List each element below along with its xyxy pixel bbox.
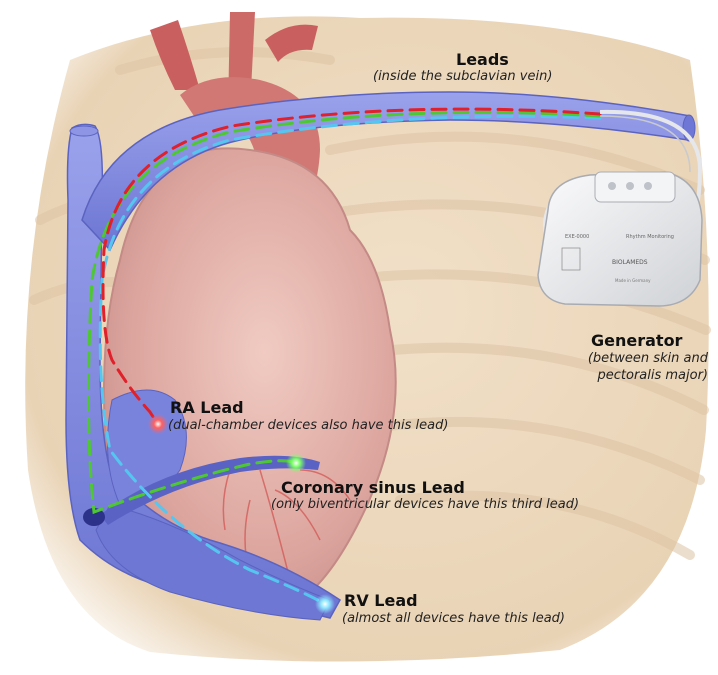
generator-label-subtitle-line2: pectoralis major) (598, 368, 709, 383)
generator-brand: BIOLAMEDS (612, 259, 648, 266)
ra-lead-tip (148, 414, 168, 434)
cs-lead-label-title: Coronary sinus Lead (281, 478, 465, 497)
generator-footer: Made in Germany (615, 278, 651, 283)
generator-feature: Rhythm Monitoring (626, 234, 674, 240)
leads-label-title: Leads (456, 50, 509, 69)
cs-lead-label-subtitle: (only biventricular devices have this th… (271, 497, 579, 512)
rv-lead-label-subtitle: (almost all devices have this lead) (342, 611, 565, 626)
generator-label-title: Generator (591, 331, 682, 350)
rv-lead-label-title: RV Lead (344, 591, 418, 610)
generator-label-subtitle-line1: (between skin and (588, 351, 708, 366)
cs-lead-tip (286, 453, 306, 473)
leads-label-subtitle: (inside the subclavian vein) (373, 69, 552, 84)
generator-model: EXE-0000 (565, 234, 589, 240)
vena-cava-opening (70, 126, 98, 136)
ra-lead-label-title: RA Lead (170, 398, 244, 417)
rv-lead-tip (315, 594, 335, 614)
ra-lead-label-subtitle: (dual-chamber devices also have this lea… (168, 418, 448, 433)
generator-device: EXE-0000 Rhythm Monitoring BIOLAMEDS Mad… (538, 172, 702, 306)
generator-header (595, 172, 675, 202)
